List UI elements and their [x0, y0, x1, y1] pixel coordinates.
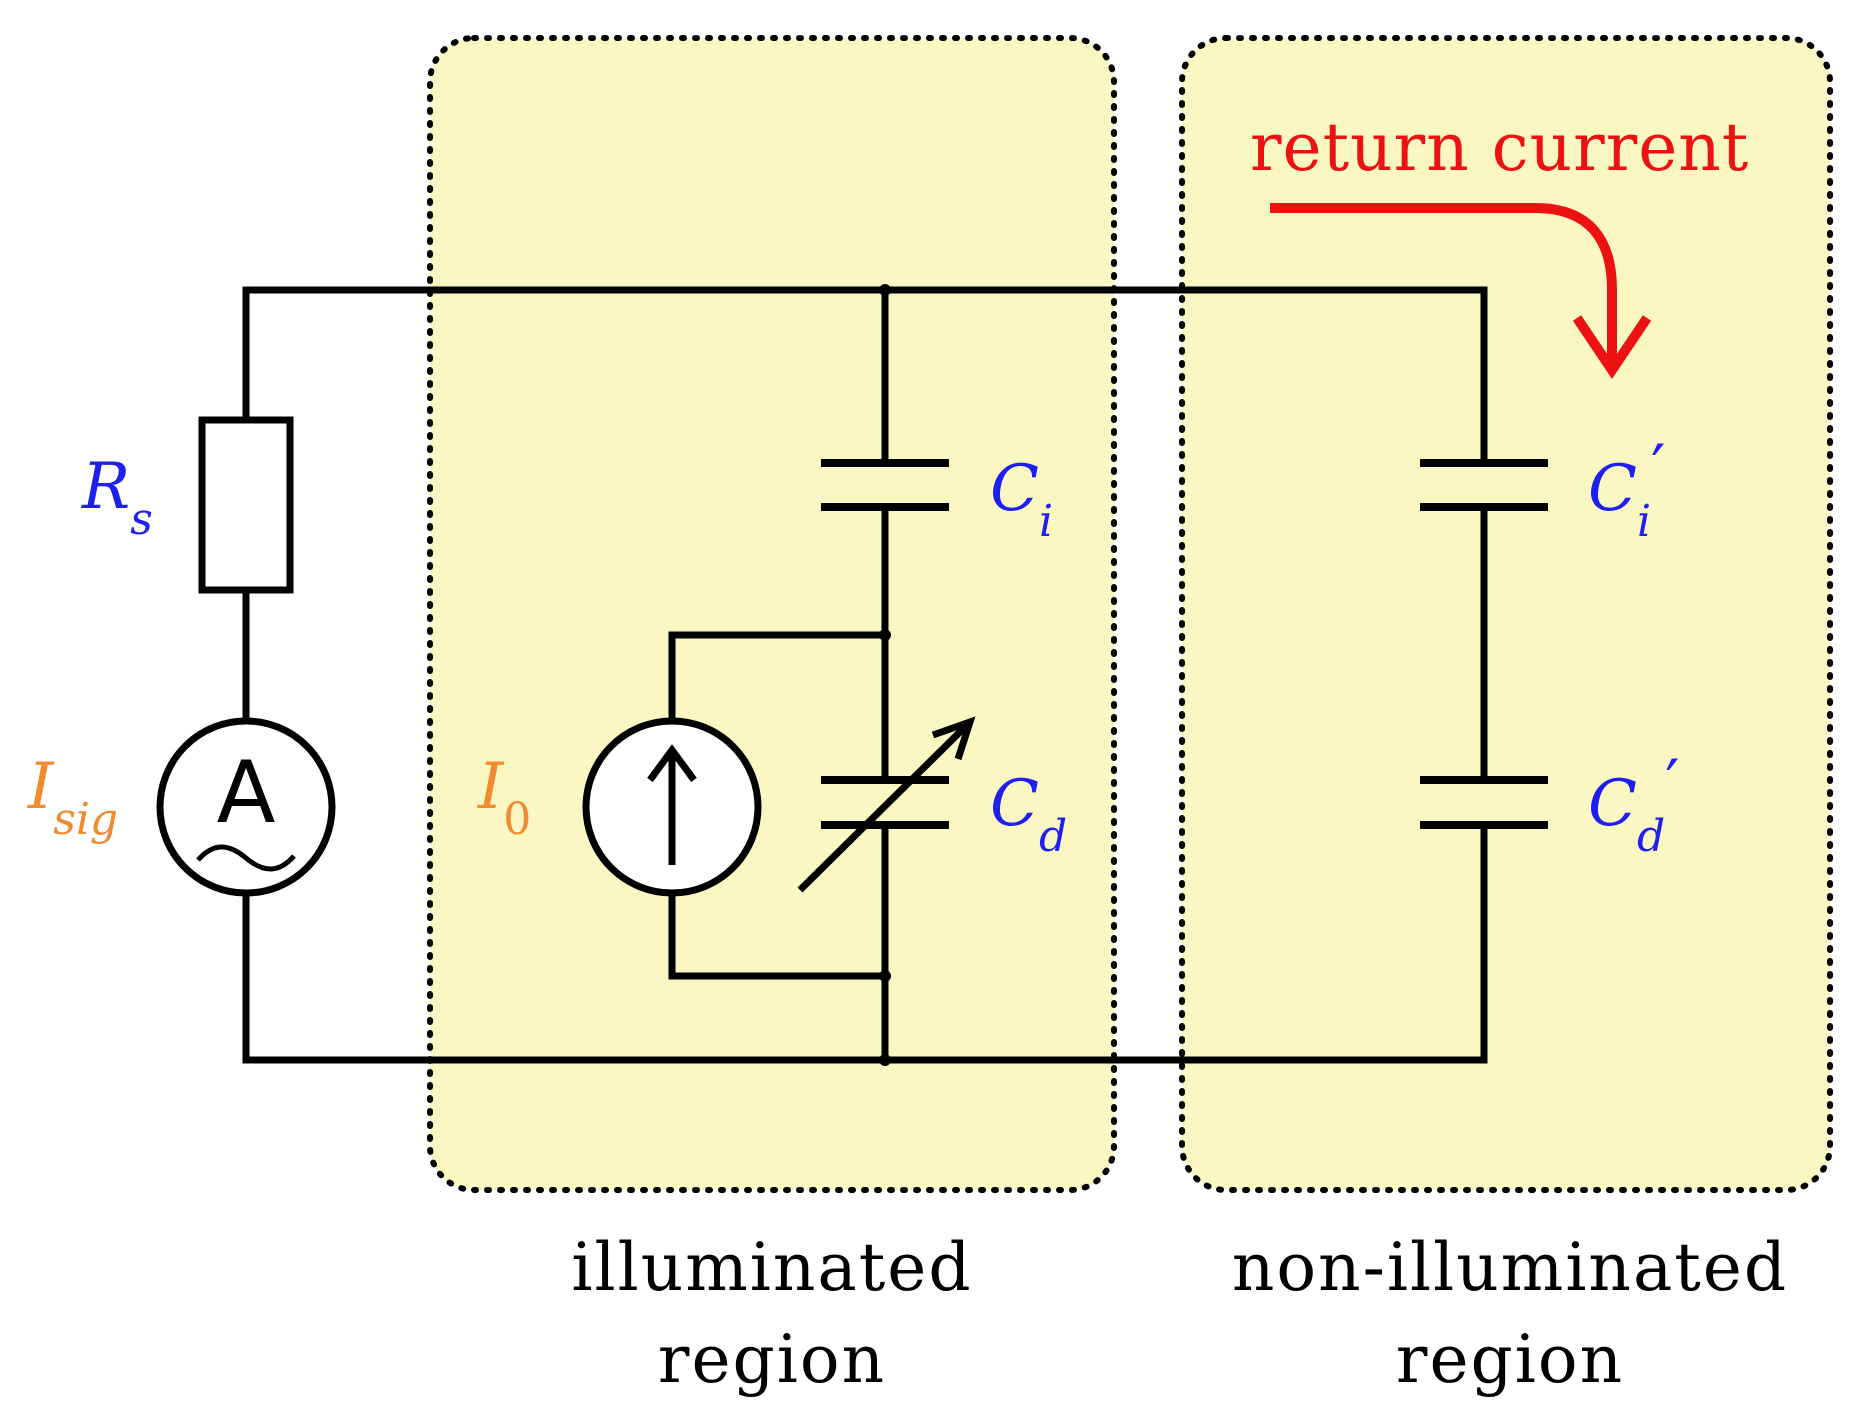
non-illuminated-region-label-line1: non-illuminated [1232, 1229, 1788, 1306]
return-current-arrow [1270, 203, 1652, 379]
capacitor-ci-prime-label-symbol: C [1588, 452, 1637, 526]
circuit-wires [242, 286, 1488, 1064]
capacitor-ci-prime-label-sub: i [1637, 496, 1651, 547]
illuminated-region-label-line1: illuminated [571, 1229, 972, 1306]
capacitor-cd-prime-label-sub: d [1637, 811, 1665, 862]
ammeter-letter: A [217, 743, 276, 843]
current-source-label: I0 [477, 750, 531, 845]
capacitor-ci-prime-label-prime: ′ [1651, 432, 1666, 506]
current-source-label-symbol: I [477, 750, 505, 824]
resistor-symbol [198, 416, 294, 594]
capacitor-cd-label: Cd [990, 767, 1067, 862]
current-source-symbol [582, 717, 762, 897]
capacitor-ci-prime-symbol [1420, 459, 1548, 511]
variable-capacitor-cd-symbol [797, 716, 976, 893]
capacitor-ci-label-symbol: C [990, 452, 1039, 526]
non-illuminated-region-box [1179, 35, 1833, 1193]
capacitor-cd-prime-label: Cd′ [1588, 747, 1680, 862]
non-illuminated-region-label-line2: region [1396, 1321, 1624, 1398]
resistor-label-sub: s [130, 494, 153, 545]
capacitor-cd-prime-label-prime: ′ [1665, 747, 1680, 821]
ammeter-symbol: A [156, 717, 336, 897]
ammeter-label: Isig [27, 750, 118, 845]
current-source-label-sub: 0 [503, 794, 531, 845]
capacitor-ci-label-sub: i [1039, 496, 1053, 547]
resistor-label-symbol: R [81, 450, 130, 524]
return-current-label: return current [1250, 109, 1749, 186]
capacitor-cd-label-symbol: C [990, 767, 1039, 841]
ammeter-label-sub: sig [53, 794, 118, 845]
capacitor-cd-label-sub: d [1039, 811, 1067, 862]
resistor-label: Rs [81, 450, 153, 545]
capacitor-ci-prime-label: Ci′ [1588, 432, 1666, 547]
capacitor-ci-label: Ci [990, 452, 1053, 547]
capacitor-ci-symbol [821, 459, 949, 511]
illuminated-region-label-line2: region [658, 1321, 886, 1398]
capacitor-cd-prime-symbol [1420, 776, 1548, 829]
junction-dots [879, 284, 891, 1066]
capacitor-cd-prime-label-symbol: C [1588, 767, 1637, 841]
illuminated-region-box [427, 35, 1117, 1193]
ammeter-label-symbol: I [27, 750, 55, 824]
